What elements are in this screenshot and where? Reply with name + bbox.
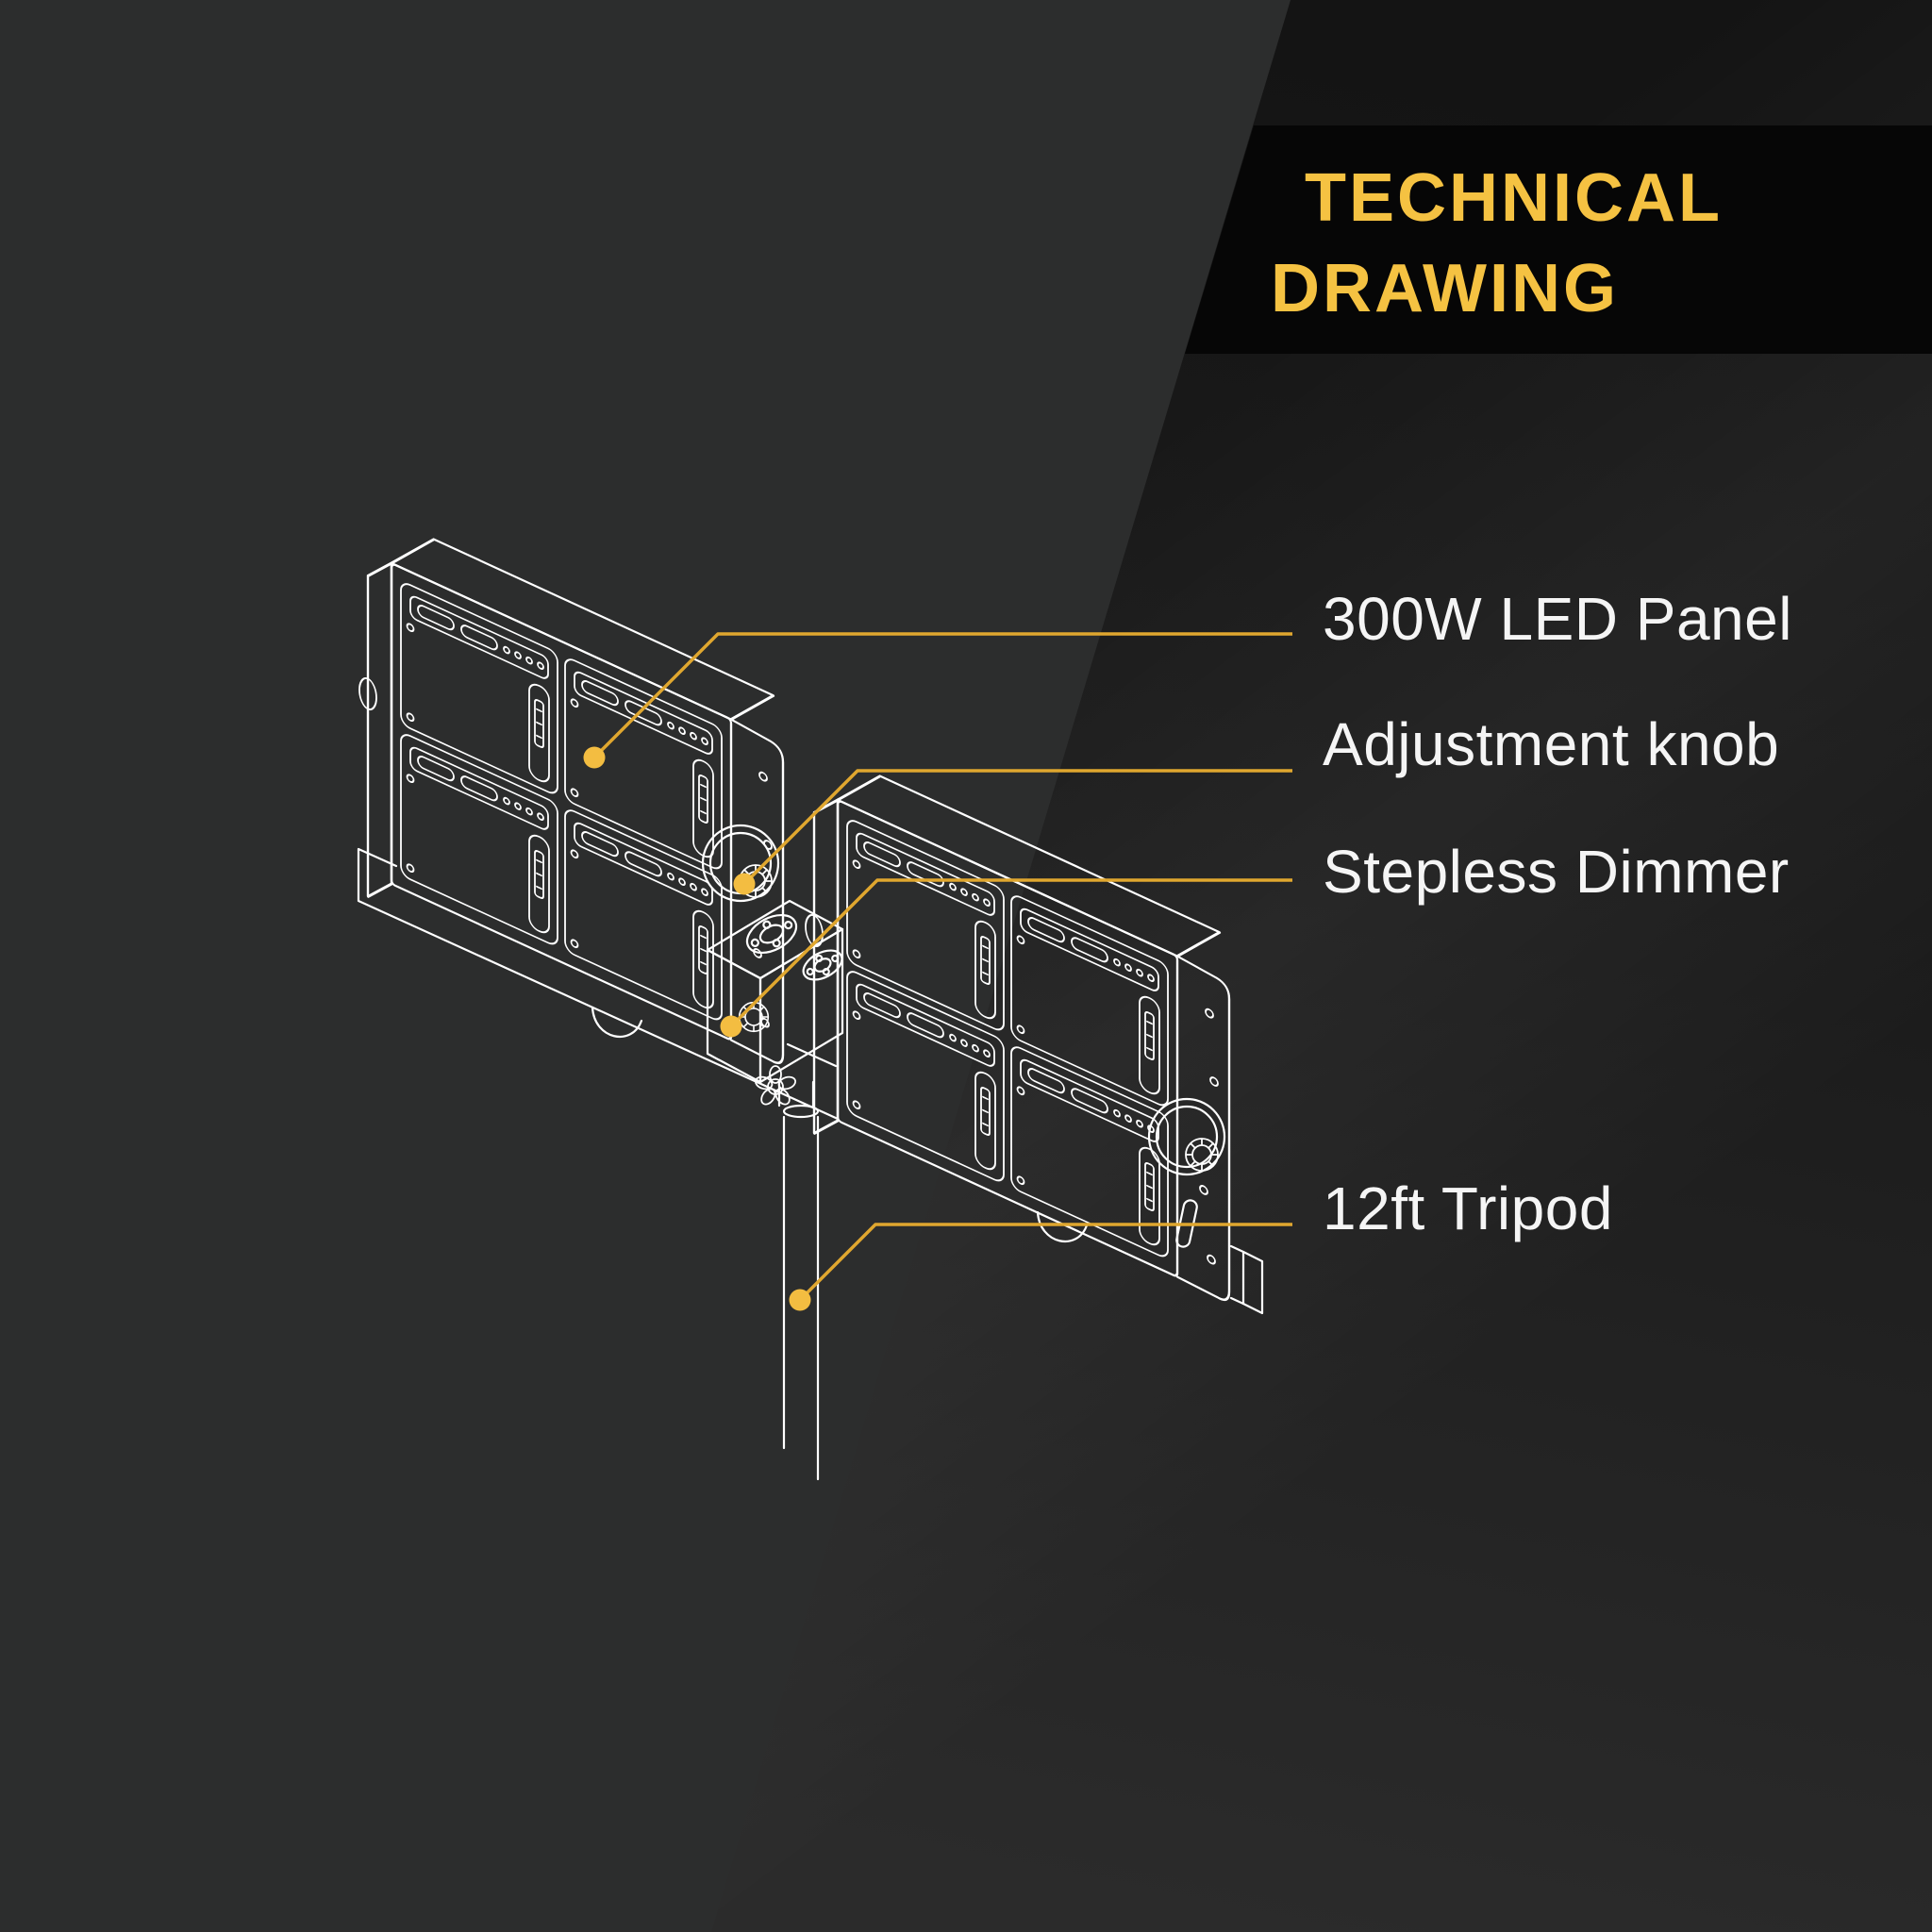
led-light-drawing <box>357 505 1264 1481</box>
label-adjustment-knob: Adjustment knob <box>1323 710 1780 778</box>
callout-dot-tripod-icon <box>789 1289 811 1311</box>
callout-dot-adjustment-knob-icon <box>733 873 756 895</box>
label-stepless-dimmer: Stepless Dimmer <box>1323 838 1790 906</box>
leader-stepless-dimmer <box>729 878 1292 1028</box>
right-cable-loop <box>1036 1210 1089 1242</box>
label-led-panel: 300W LED Panel <box>1323 585 1792 653</box>
callout-dot-led-panel-icon <box>583 746 606 769</box>
power-connector-icon <box>745 913 798 955</box>
callout-dot-stepless-dimmer-icon <box>720 1015 742 1038</box>
title-line-2: DRAWING <box>1271 251 1619 326</box>
leader-adjustment-knob <box>742 769 1292 886</box>
leader-led-panel <box>592 632 1292 759</box>
left-cable-loop <box>591 1006 643 1038</box>
title-line-1: TECHNICAL <box>1305 160 1723 236</box>
leader-lines <box>592 632 1292 1302</box>
background-band-sheen <box>711 0 1932 1932</box>
title-banner <box>1185 125 1932 354</box>
leader-tripod <box>798 1223 1292 1302</box>
label-tripod: 12ft Tripod <box>1323 1174 1613 1242</box>
mounting-bar <box>357 847 1264 1315</box>
callout-dots <box>583 746 811 1311</box>
